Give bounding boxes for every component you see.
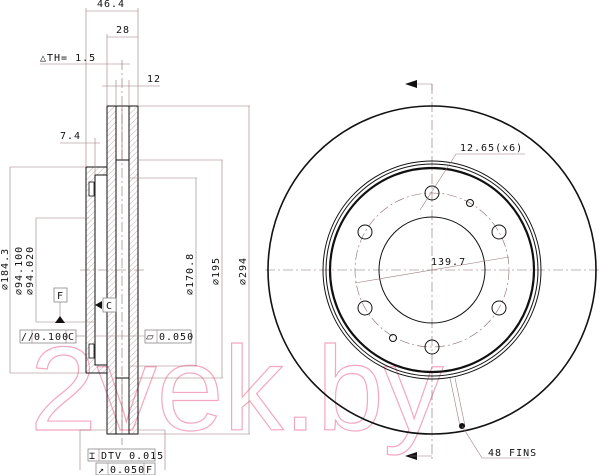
dim-delta-th: △TH= 1.5: [40, 53, 96, 64]
flatness-symbol: ⏥: [146, 332, 155, 343]
section-view: [80, 60, 145, 445]
dim-12: 12: [147, 74, 161, 85]
dim-139-7: 139.7: [431, 257, 466, 268]
fins-label: 48 FINS: [488, 448, 537, 459]
dim-170-8: ⌀170.8: [185, 253, 196, 295]
datum-f: F: [57, 291, 64, 302]
bolt-circle: [354, 192, 510, 348]
runout-symbol: ↗: [98, 465, 105, 475]
dtv-symbol: ⌶: [89, 451, 96, 462]
dim-195: ⌀195: [211, 257, 222, 285]
dim-28: 28: [116, 25, 130, 36]
runout-value: 0.050: [110, 465, 145, 475]
dim-12-65-x6: 12.65(x6): [460, 143, 523, 154]
dim-7-4: 7.4: [60, 131, 81, 142]
parallel-datum: C: [68, 332, 75, 343]
outer-edge: [267, 105, 597, 435]
hat-section: [85, 166, 108, 374]
diameter-dimensions: ⌀184.3 ⌀94.100 ⌀94.020 ⌀170.8 ⌀195 ⌀294: [0, 105, 250, 435]
tolerance-frames: F C // 0.100 C ⏥ 0.050 ⌶ DTV 0.015 ↗ 0.0…: [19, 287, 194, 475]
dim-184-3: ⌀184.3: [0, 248, 11, 290]
center-bore: [378, 216, 486, 324]
front-view: 139.7 12.65(x6) 48 FINS: [265, 80, 600, 460]
bolt-holes: [357, 185, 507, 355]
dim-294: ⌀294: [238, 257, 249, 285]
dim-46-4: 46.4: [97, 0, 125, 10]
dtv-value: DTV 0.015: [101, 451, 164, 462]
cooling-fins: [115, 159, 130, 379]
parallel-value: 0.100: [34, 332, 69, 343]
runout-datum: F: [146, 465, 153, 475]
locating-hole: [466, 199, 474, 207]
flatness-value: 0.050: [159, 332, 194, 343]
dim-94-020: ⌀94.020: [25, 246, 36, 295]
datum-c: C: [106, 301, 113, 312]
locating-hole: [389, 334, 397, 342]
dim-94-100: ⌀94.100: [14, 246, 25, 295]
top-dimensions: 46.4 28 △TH= 1.5 12 7.4: [40, 0, 161, 175]
parallel-symbol: //: [21, 332, 35, 343]
